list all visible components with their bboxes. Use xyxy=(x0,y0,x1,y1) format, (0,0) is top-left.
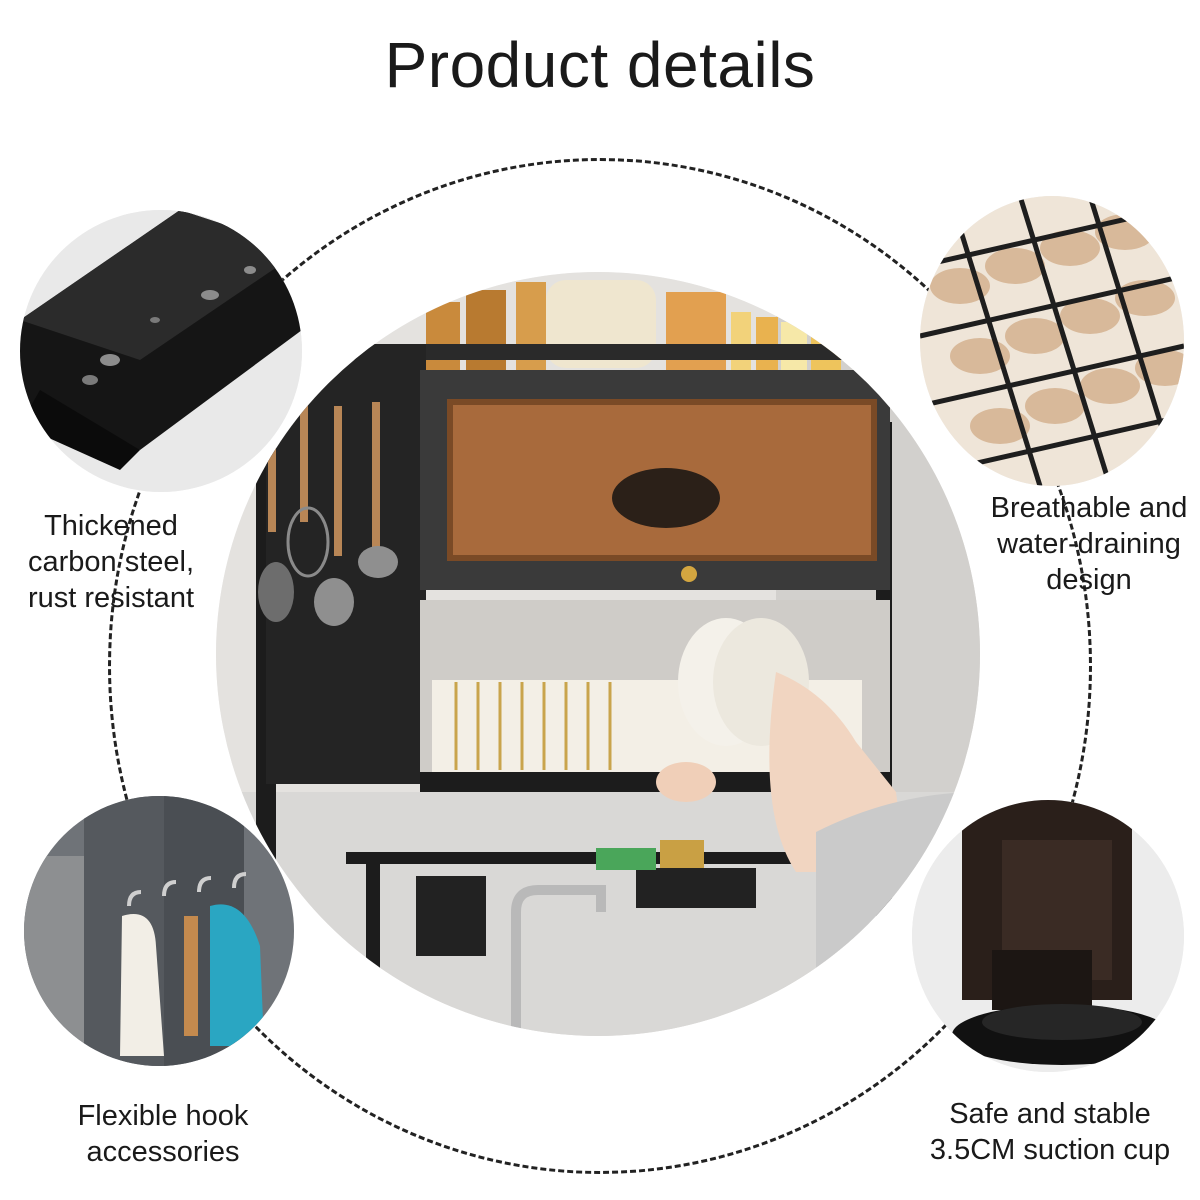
page-title: Product details xyxy=(384,29,816,101)
main-product-image xyxy=(216,272,980,1036)
feature-label-hooks: Flexible hook accessories xyxy=(77,1100,249,1168)
dashed-ring xyxy=(108,158,1092,1174)
carbon-steel-detail-image xyxy=(20,210,302,492)
dish-rack-detail-image xyxy=(920,196,1184,486)
feature-label-carbon-steel: Thickened carbon steel, rust resistant xyxy=(27,510,195,614)
suction-cup-detail-image xyxy=(912,800,1184,1072)
hook-accessories-detail-image xyxy=(24,796,294,1066)
feature-label-breathable: Breathable and water-draining design xyxy=(990,492,1188,596)
feature-label-suction-cup: Safe and stable 3.5CM suction cup xyxy=(929,1098,1171,1166)
